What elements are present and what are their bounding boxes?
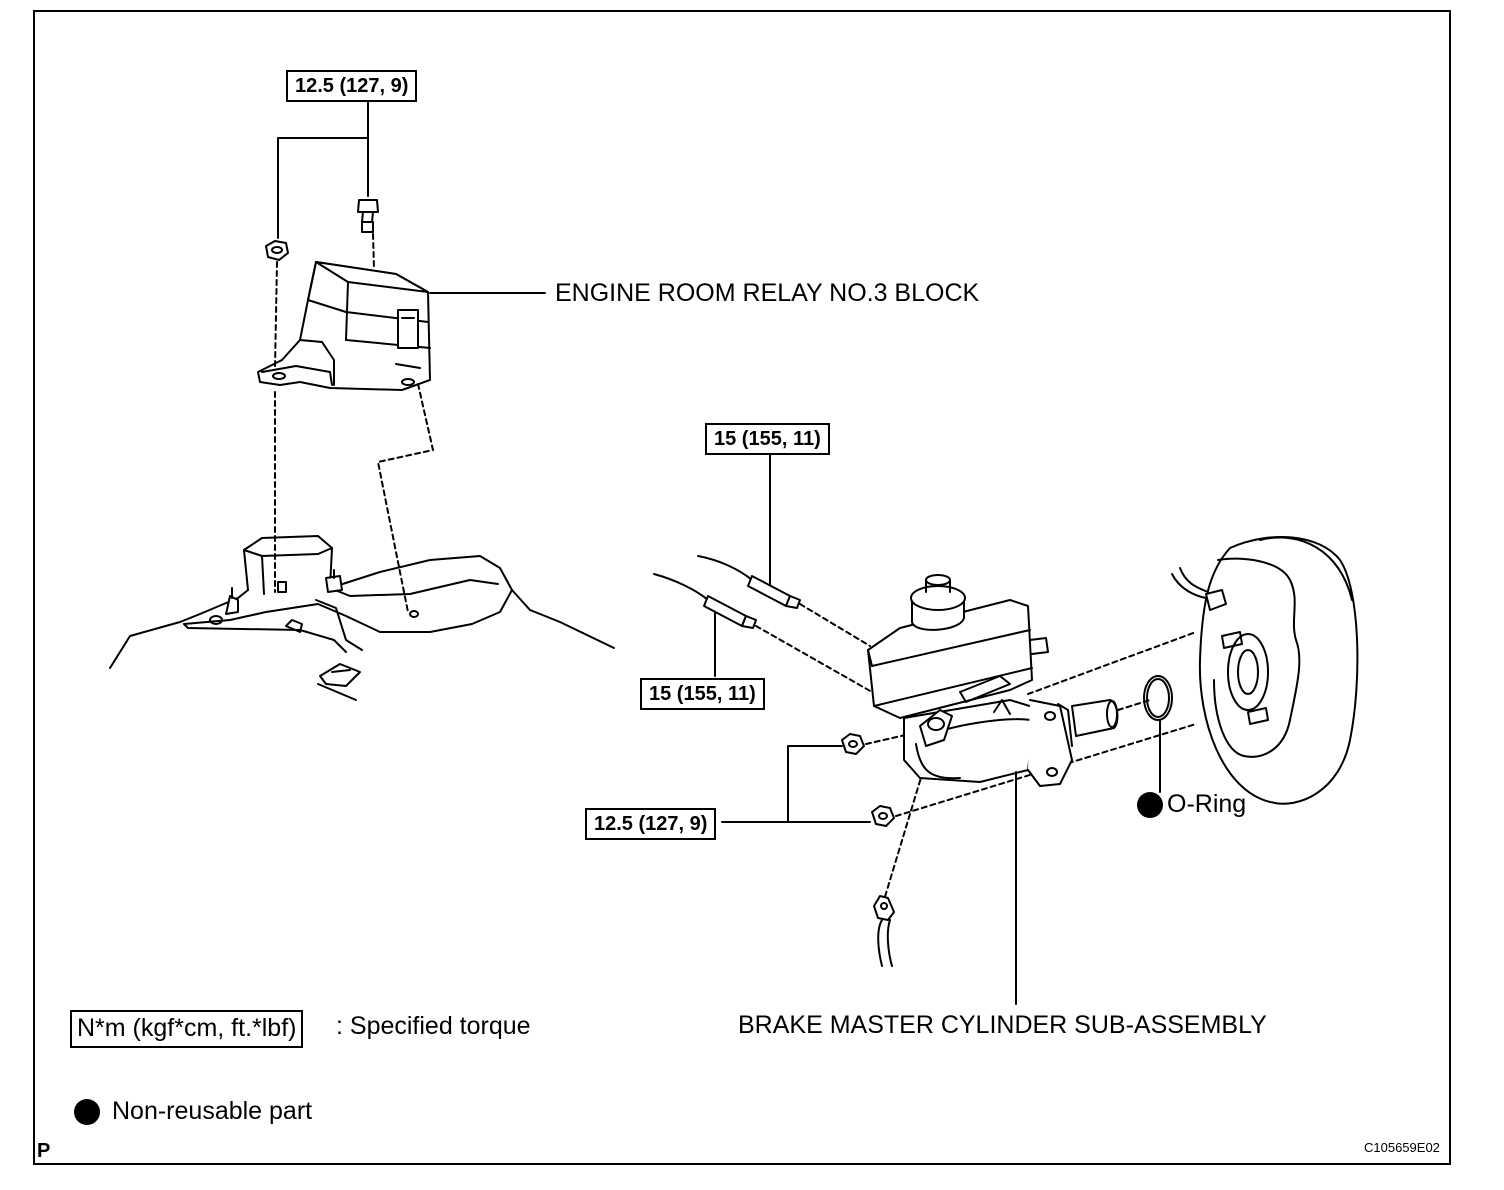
corner-mark: P: [37, 1140, 51, 1162]
o-ring-callout: O-Ring: [1167, 790, 1247, 818]
o-ring-icon: [1143, 675, 1173, 721]
torque-unit-legend-box: N*m (kgf*cm, ft.*lbf): [70, 1010, 304, 1048]
mc-nut-lower-icon: [871, 805, 895, 827]
brake-line-upper-icon: [697, 555, 801, 609]
mc-nuts-torque-leader: [721, 745, 871, 823]
diagram-frame: [33, 10, 1451, 1165]
relay-nut-icon: [265, 240, 289, 261]
body-panel-icon: [109, 535, 615, 701]
non-reusable-legend-text: Non-reusable part: [112, 1097, 313, 1125]
brake-line-lower-torque-label: 15 (155, 11): [640, 678, 765, 710]
torque-legend-description: : Specified torque: [336, 1012, 531, 1040]
relay-block-icon: [257, 261, 431, 391]
brake-line-lower-icon: [653, 573, 757, 629]
brake-line-upper-torque-label: 15 (155, 11): [705, 423, 830, 455]
master-cylinder-torque-label: 12.5 (127, 9): [585, 808, 717, 840]
ground-wire-icon: [873, 895, 895, 967]
relay-dashed-guides: [274, 233, 434, 613]
master-cylinder-callout: BRAKE MASTER CYLINDER SUB-ASSEMBLY: [738, 1011, 1267, 1039]
figure-code: C105659E02: [1364, 1140, 1440, 1155]
brake-master-cylinder-icon: [867, 574, 1119, 787]
legend-filled-circle-icon: [74, 1099, 100, 1125]
mc-nut-upper-icon: [841, 733, 865, 755]
brake-booster-icon: [1171, 535, 1359, 805]
relay-block-callout: ENGINE ROOM RELAY NO.3 BLOCK: [555, 279, 980, 307]
non-reusable-marker-icon: [1137, 792, 1163, 818]
relay-torque-label: 12.5 (127, 9): [286, 70, 418, 102]
relay-bolt-icon: [357, 199, 379, 233]
relay-torque-leader: [277, 99, 369, 239]
